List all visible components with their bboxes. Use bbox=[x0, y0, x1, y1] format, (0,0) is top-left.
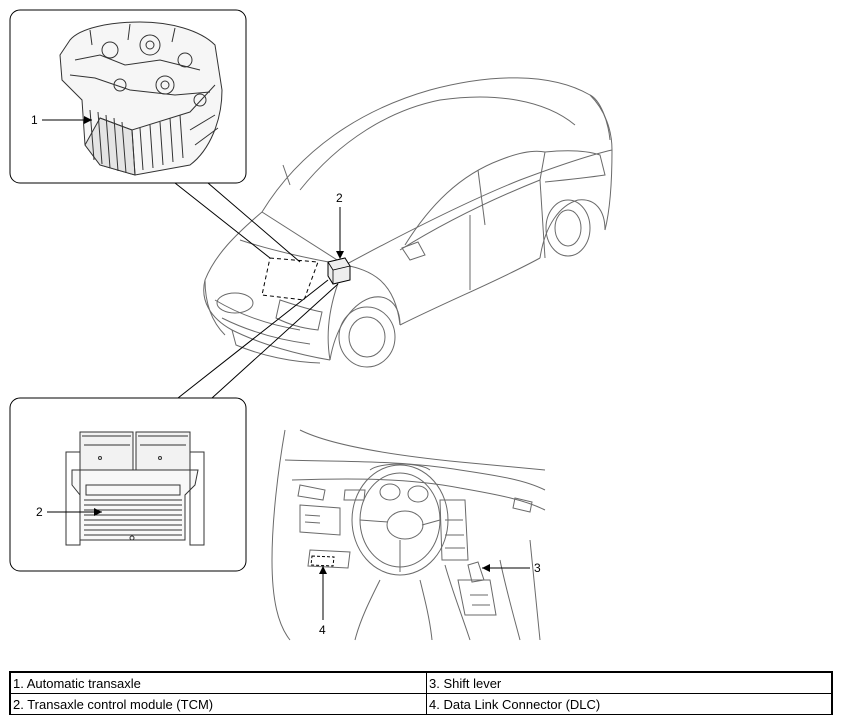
transaxle-leader-line-2 bbox=[207, 182, 301, 263]
legend-item-1: 1. Automatic transaxle bbox=[10, 672, 427, 694]
legend-item-3: 3. Shift lever bbox=[426, 672, 832, 694]
callout-4-dlc: 4 bbox=[319, 623, 326, 637]
automatic-transaxle-drawing bbox=[59, 21, 223, 176]
component-location-diagram: 1 2 2 bbox=[9, 9, 613, 641]
dlc-location-marker bbox=[310, 555, 335, 567]
transaxle-leader-line bbox=[174, 182, 271, 259]
callout-2-tcm-on-car: 2 bbox=[336, 191, 343, 205]
callout-1-transaxle: 1 bbox=[31, 113, 38, 127]
legend-item-4: 4. Data Link Connector (DLC) bbox=[426, 693, 832, 715]
tcm-leader-line bbox=[177, 279, 329, 399]
interior-view bbox=[271, 429, 546, 641]
tcm-location-marker bbox=[327, 257, 351, 285]
callout-3-shift-lever: 3 bbox=[534, 561, 541, 575]
tcm-leader-line-2 bbox=[211, 283, 339, 399]
legend-item-2: 2. Transaxle control module (TCM) bbox=[10, 693, 427, 715]
tcm-drawing bbox=[65, 431, 205, 546]
transaxle-inset: 1 bbox=[9, 9, 247, 184]
legend-table: 1. Automatic transaxle 3. Shift lever 2.… bbox=[9, 671, 833, 715]
transaxle-location-marker bbox=[261, 257, 319, 301]
callout-2-tcm-detail: 2 bbox=[36, 505, 43, 519]
tcm-inset: 2 bbox=[9, 397, 247, 572]
vehicle-outline bbox=[203, 77, 613, 368]
